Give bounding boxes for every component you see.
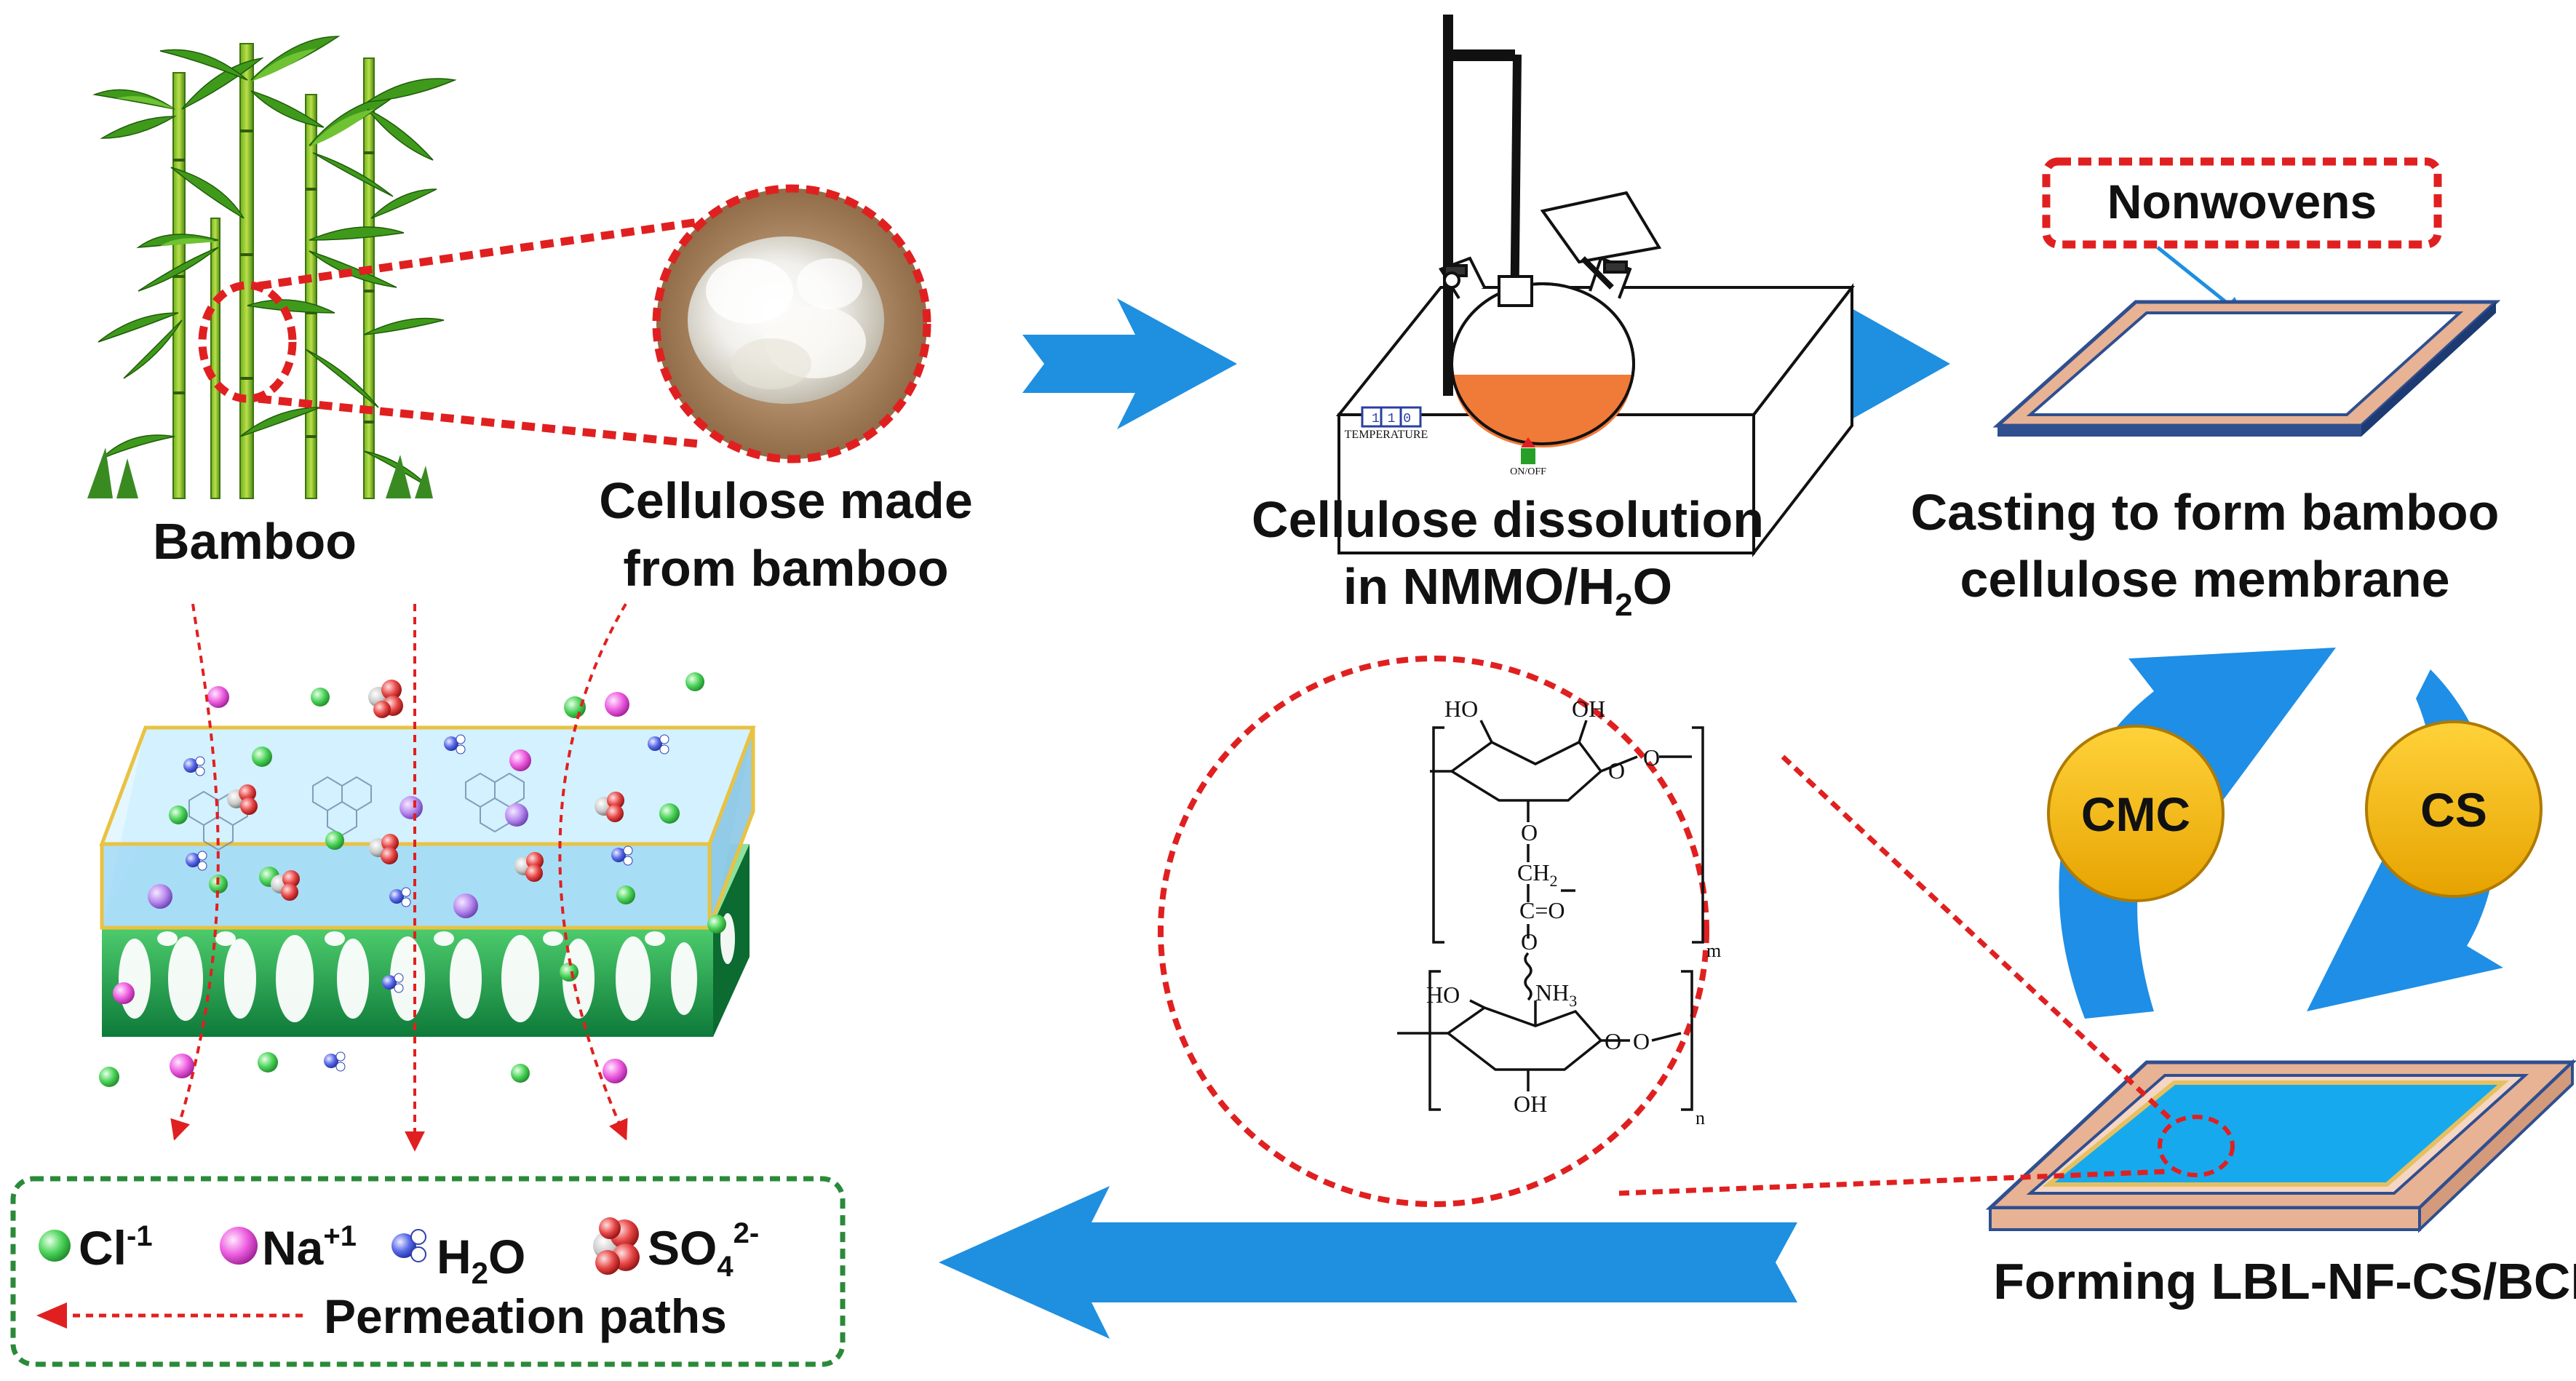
svg-text:C=O: C=O bbox=[1519, 897, 1565, 923]
nonwovens-box bbox=[2042, 157, 2442, 249]
cmc-label: CMC bbox=[2081, 787, 2190, 841]
chemical-labels: HO OH O O O CH2 C=O O m NH3 HO O O OH n bbox=[1426, 696, 1721, 1129]
membrane-frame-coated bbox=[1985, 1059, 2576, 1233]
permeation-paths bbox=[170, 602, 628, 1152]
reaction-apparatus bbox=[1335, 15, 1856, 557]
bamboo-illustration bbox=[87, 36, 457, 499]
svg-text:OH: OH bbox=[1572, 696, 1605, 722]
water-molecule-icon bbox=[391, 1229, 426, 1262]
cs-circle bbox=[2365, 720, 2543, 898]
bamboo-label: Bamboo bbox=[153, 513, 357, 570]
cl-ion-icon bbox=[39, 1230, 71, 1262]
cmc-circle bbox=[2047, 725, 2225, 902]
cs-label: CS bbox=[2420, 783, 2487, 837]
svg-text:HO: HO bbox=[1444, 696, 1478, 722]
onoff-label: ON/OFF bbox=[1510, 466, 1546, 477]
forming-label: Forming LBL-NF-CS/BCM bbox=[1993, 1253, 2576, 1310]
cellulose-photo bbox=[652, 184, 931, 463]
casting-label-line1: Casting to form bamboo bbox=[1911, 484, 2500, 541]
apparatus-display: 1 1 0 bbox=[1372, 412, 1411, 426]
structure-zoom bbox=[1618, 755, 2235, 1196]
temperature-label: TEMPERATURE bbox=[1345, 429, 1428, 441]
cellulose-label-line1: Cellulose made bbox=[599, 472, 973, 529]
legend-h2o-label: H2O bbox=[437, 1230, 525, 1290]
legend bbox=[10, 1176, 846, 1367]
chemical-structure bbox=[1158, 656, 1709, 1207]
svg-text:n: n bbox=[1696, 1107, 1705, 1129]
membrane-frame-empty bbox=[1992, 300, 2501, 437]
svg-text:NH3: NH3 bbox=[1535, 979, 1577, 1010]
svg-text:O: O bbox=[1521, 928, 1538, 955]
legend-cl-label: Cl-1 bbox=[79, 1220, 153, 1275]
legend-permeation-label: Permeation paths bbox=[324, 1289, 727, 1343]
svg-text:CH2: CH2 bbox=[1517, 859, 1557, 890]
cellulose-label-line2: from bamboo bbox=[623, 540, 948, 597]
svg-text:O: O bbox=[1633, 1028, 1650, 1054]
legend-labels: Cl-1 Na+1 H2O SO42- Permeation paths bbox=[79, 1217, 759, 1343]
svg-text:HO: HO bbox=[1426, 982, 1460, 1008]
nonwovens-label: Nonwovens bbox=[2107, 175, 2377, 228]
sulfate-ion-icon bbox=[593, 1217, 640, 1275]
svg-text:O: O bbox=[1521, 819, 1538, 845]
svg-text:O: O bbox=[1608, 757, 1625, 784]
svg-text:m: m bbox=[1706, 940, 1721, 961]
zoom-indicator bbox=[198, 218, 699, 448]
casting-label-line2: cellulose membrane bbox=[1960, 551, 2449, 608]
arrow-to-dissolution bbox=[1022, 298, 1237, 429]
na-ion-icon bbox=[220, 1227, 258, 1265]
dissolution-label-line2: in NMMO/H2O bbox=[1343, 558, 1672, 623]
dissolution-label-line1: Cellulose dissolution bbox=[1252, 491, 1764, 548]
svg-text:O: O bbox=[1643, 744, 1660, 771]
svg-text:O: O bbox=[1605, 1028, 1621, 1054]
legend-so4-label: SO42- bbox=[648, 1217, 759, 1283]
svg-text:OH: OH bbox=[1514, 1091, 1547, 1117]
ion-particles bbox=[99, 672, 726, 1087]
arrow-to-membrane bbox=[939, 1186, 1797, 1339]
legend-na-label: Na+1 bbox=[262, 1220, 357, 1275]
lbl-cycle bbox=[2047, 648, 2543, 1019]
